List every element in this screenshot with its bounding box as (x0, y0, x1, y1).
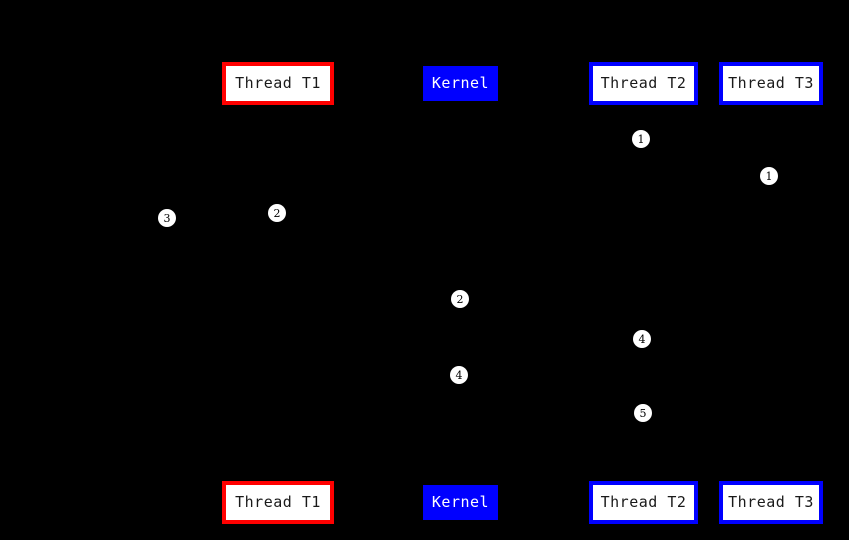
lifeline-t3 (771, 105, 772, 481)
step-marker-number: 5 (639, 406, 647, 420)
step-marker: 4 (450, 366, 468, 384)
step-marker-number: 2 (456, 292, 464, 306)
step-marker: 3 (158, 209, 176, 227)
participant-top-thread-t3[interactable]: Thread T3 (719, 62, 823, 105)
arrowhead-icon (637, 423, 644, 429)
arrowhead-icon (454, 309, 461, 315)
step-marker: 4 (633, 330, 651, 348)
message-arrow-2 (459, 186, 771, 192)
message-arrow-6 (278, 385, 461, 391)
step-marker: 2 (268, 204, 286, 222)
participant-label: Thread T3 (728, 493, 814, 511)
participant-top-thread-t2[interactable]: Thread T2 (589, 62, 698, 105)
step-marker: 1 (760, 167, 778, 185)
step-marker-number: 4 (455, 368, 463, 382)
arrowhead-icon (454, 385, 461, 391)
participant-label: Kernel (431, 493, 490, 511)
message-arrow-3 (277, 223, 460, 229)
message-arrow-4 (278, 309, 461, 315)
participant-label: Thread T1 (235, 74, 321, 92)
participant-label: Thread T2 (600, 493, 687, 511)
step-marker-number: 3 (163, 211, 171, 225)
step-marker: 2 (451, 290, 469, 308)
message-arrow-1 (459, 149, 643, 155)
step-marker-number: 1 (765, 169, 773, 183)
message-arrow-5 (460, 349, 644, 355)
participant-bottom-kernel[interactable]: Kernel (423, 485, 498, 520)
step-marker-number: 4 (638, 332, 646, 346)
participant-top-thread-t1[interactable]: Thread T1 (222, 62, 334, 105)
step-marker-number: 1 (637, 132, 645, 146)
arrowhead-icon (277, 223, 284, 229)
participant-top-kernel[interactable]: Kernel (423, 66, 498, 101)
participant-bottom-thread-t3[interactable]: Thread T3 (719, 481, 823, 524)
participant-label: Thread T1 (235, 493, 321, 511)
participant-bottom-thread-t1[interactable]: Thread T1 (222, 481, 334, 524)
participant-bottom-thread-t2[interactable]: Thread T2 (589, 481, 698, 524)
participant-label: Thread T3 (728, 74, 814, 92)
step-marker: 5 (634, 404, 652, 422)
participant-label: Kernel (431, 74, 490, 92)
lifeline-t2 (643, 105, 644, 481)
arrowhead-icon (459, 186, 466, 192)
arrowhead-icon (459, 149, 466, 155)
participant-label: Thread T2 (600, 74, 687, 92)
step-marker: 1 (632, 130, 650, 148)
arrowhead-icon (637, 349, 644, 355)
step-marker-number: 2 (273, 206, 281, 220)
lifeline-t1 (278, 105, 279, 481)
message-arrow-7 (460, 423, 644, 429)
